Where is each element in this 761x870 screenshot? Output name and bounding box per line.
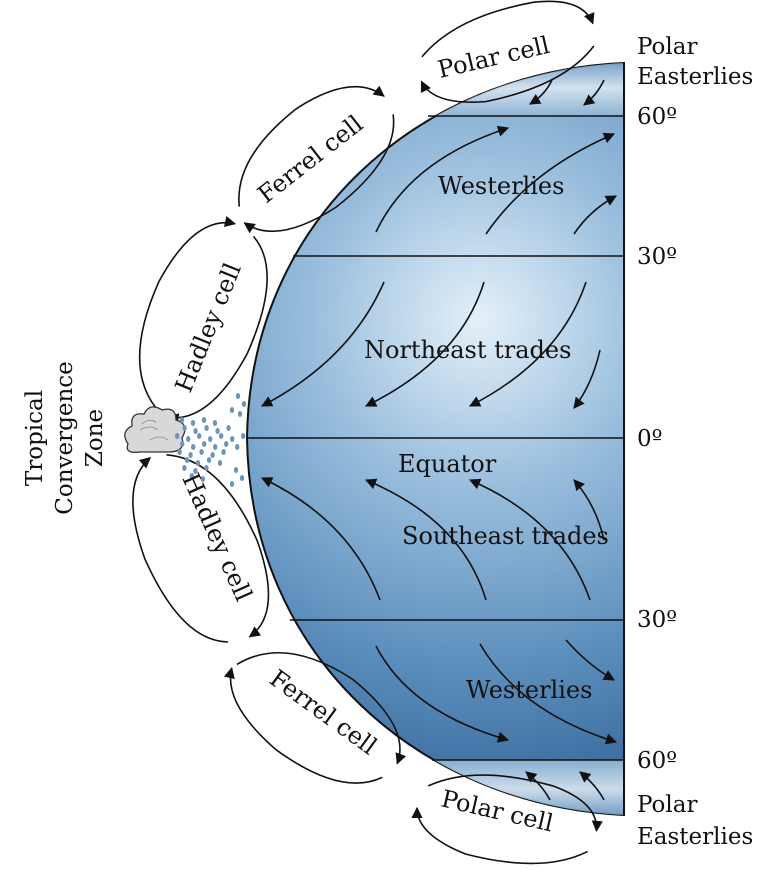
northeast-trades-label: Northeast trades: [364, 336, 571, 364]
wind-arrow: [485, 132, 616, 235]
hadley-cell-north: [138, 216, 268, 425]
polar-easterlies-bottom-line2: Easterlies: [637, 824, 753, 850]
wind-arrow: [261, 281, 385, 407]
globe-labels: Westerlies Northeast trades Equator Sout…: [364, 172, 609, 704]
rain-drop: [213, 444, 218, 450]
rain-drop: [208, 436, 213, 442]
ferrel-cell-north: [238, 85, 395, 234]
rain-drop: [229, 407, 235, 413]
rain-drop: [180, 441, 185, 447]
rain-drop: [189, 473, 194, 479]
rain-drop: [204, 425, 209, 431]
wind-arrow: [260, 477, 381, 601]
wind-arrow: [469, 281, 587, 407]
rain-drop: [204, 465, 209, 471]
wind-arrow: [525, 771, 551, 801]
southeast-trades-label: Southeast trades: [402, 522, 609, 550]
polar-easterlies-top-line1: Polar: [637, 34, 697, 60]
rain-drop: [230, 436, 235, 442]
rain-drop: [217, 460, 223, 466]
rain-drop: [190, 420, 196, 426]
lat-30-south-label: 30º: [637, 607, 677, 633]
wind-arrows: [260, 79, 618, 801]
rain-drops: [175, 393, 247, 487]
globe: [245, 61, 625, 817]
rain-drop: [226, 425, 231, 431]
rain-drop: [199, 449, 204, 455]
wind-arrow: [375, 645, 510, 743]
wind-arrow: [529, 79, 553, 105]
wind-arrow: [375, 125, 510, 233]
hadley-cell-north-label: Hadley cell: [170, 259, 247, 396]
polar-easterlies-top-line2: Easterlies: [637, 64, 753, 90]
wind-arrow: [468, 478, 591, 601]
rain-drop: [241, 401, 247, 407]
wind-arrow: [364, 478, 487, 601]
westerlies-south-label: Westerlies: [466, 676, 592, 704]
hadley-cell-south-label: Hadley cell: [177, 469, 258, 605]
rain-drop: [239, 475, 245, 481]
wind-arrow: [573, 195, 617, 235]
rain-drop: [191, 444, 196, 450]
rain-drop: [221, 449, 226, 455]
rain-drop: [197, 433, 202, 439]
polar-cell-south: [411, 774, 603, 865]
lat-30-north-label: 30º: [637, 244, 677, 270]
rain-drop: [175, 433, 180, 439]
wind-arrow: [364, 281, 485, 407]
rain-drop: [184, 457, 190, 463]
polar-easterlies-bottom-line1: Polar: [637, 792, 697, 818]
rain-drop: [177, 449, 182, 455]
tcz-line-2: Convergence: [52, 361, 78, 515]
lat-60-south-label: 60º: [637, 748, 677, 774]
rain-drop: [195, 460, 201, 466]
wind-arrow: [573, 479, 605, 541]
wind-arrow: [565, 639, 615, 681]
rain-drop: [182, 465, 187, 471]
rain-drop: [219, 433, 224, 439]
rain-drop: [237, 411, 243, 417]
rain-drop: [188, 452, 193, 458]
rain-drop: [241, 433, 246, 439]
equator-label: Equator: [398, 450, 497, 478]
lat-60-north-label: 60º: [637, 104, 677, 130]
rain-drop: [182, 425, 187, 431]
tcz-line-3: Zone: [82, 409, 108, 467]
rain-drop: [206, 457, 212, 463]
rain-drop: [229, 481, 235, 487]
rain-drop: [193, 428, 198, 434]
rain-drop: [201, 417, 207, 423]
wind-arrow: [573, 349, 601, 409]
tropical-convergence-zone-label: Tropical Convergence Zone: [22, 361, 108, 515]
tcz-line-1: Tropical: [22, 390, 48, 486]
ferrel-cell-south: [223, 651, 407, 784]
rain-drop: [179, 417, 185, 423]
wind-arrow: [583, 79, 605, 106]
rain-drop: [233, 467, 239, 473]
polar-cell-north: [420, 0, 595, 103]
westerlies-north-label: Westerlies: [438, 172, 564, 200]
wind-arrow: [479, 643, 618, 745]
rain-drop: [202, 441, 207, 447]
rain-drop: [186, 436, 191, 442]
lat-0-label: 0º: [637, 426, 662, 452]
rain-drop: [193, 468, 198, 474]
rain-drop: [200, 476, 205, 482]
rain-drop: [210, 452, 215, 458]
rain-drop: [215, 428, 220, 434]
rain-drop: [224, 441, 229, 447]
cloud-icon: [124, 406, 186, 453]
right-labels: Polar Easterlies 60º 30º 0º 30º 60º Pola…: [637, 34, 753, 850]
rain-drop: [235, 393, 241, 399]
rain-drop: [235, 444, 240, 450]
wind-arrow: [579, 771, 605, 801]
rain-drop: [212, 420, 218, 426]
